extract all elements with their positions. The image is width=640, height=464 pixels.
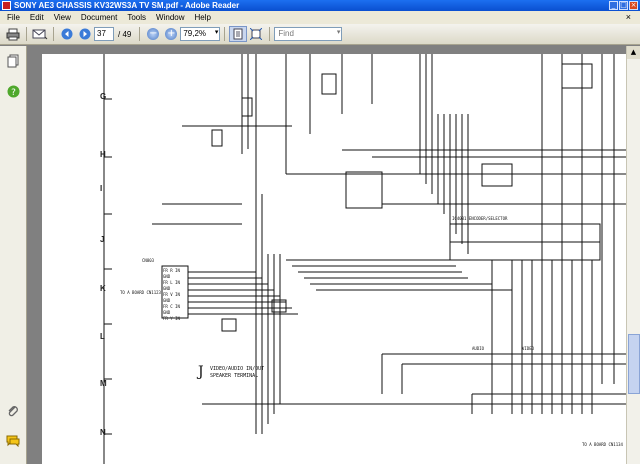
connector-pin-7: FR C IN	[163, 304, 180, 309]
next-page-button[interactable]	[76, 26, 94, 42]
bottom-right-connector-label: TO A BOARD CN1134	[582, 442, 624, 447]
row-label-i: I	[100, 184, 103, 193]
print-button[interactable]	[4, 26, 22, 42]
page-number-input[interactable]: 37	[94, 27, 114, 41]
previous-page-button[interactable]	[58, 26, 76, 42]
forward-icon	[79, 28, 91, 40]
chevron-down-icon: ▾	[336, 29, 341, 36]
menu-file[interactable]: File	[7, 13, 20, 22]
minimize-button[interactable]: _	[609, 1, 618, 10]
title-bar: SONY AE3 CHASSIS KV32WS3A TV SM.pdf - Ad…	[0, 0, 640, 11]
menu-edit[interactable]: Edit	[29, 13, 44, 22]
print-icon	[6, 28, 20, 40]
connector-side-label: TO A BOARD CN1123	[120, 290, 162, 295]
audio-bus-label: AUDIO	[472, 346, 485, 351]
attachments-button[interactable]	[6, 404, 20, 418]
pages-panel-button[interactable]	[6, 54, 20, 68]
single-page-button[interactable]	[229, 26, 248, 42]
menu-tools[interactable]: Tools	[127, 13, 147, 22]
document-close-button[interactable]: ×	[625, 12, 631, 22]
connector-header: CN803	[142, 258, 155, 263]
connector-pin-3: FR L IN	[163, 280, 180, 285]
toolbar-separator	[139, 27, 141, 41]
attachment-icon	[8, 406, 18, 417]
svg-text:?: ?	[11, 88, 16, 98]
comments-button[interactable]	[6, 434, 20, 448]
toolbar-separator	[269, 27, 271, 41]
section-title-1: VIDEO/AUDIO IN/OUT	[210, 366, 264, 372]
connector-pin-2: GND	[163, 274, 171, 279]
zoom-out-button[interactable]: −	[144, 26, 162, 42]
page-count-label: / 49	[118, 29, 132, 39]
zoom-out-icon: −	[147, 28, 160, 40]
comments-icon	[6, 435, 20, 447]
menu-help[interactable]: Help	[194, 13, 211, 22]
row-label-h: H	[100, 150, 106, 159]
row-label-l: L	[100, 332, 105, 341]
document-view[interactable]: CN803 TO A BOARD CN1123 FR R IN GND FR L…	[28, 46, 626, 464]
connector-pin-1: FR R IN	[163, 268, 180, 273]
email-button[interactable]	[31, 26, 49, 42]
menu-bar: File Edit View Document Tools Window Hel…	[0, 11, 640, 24]
vertical-scrollbar[interactable]: ▲	[626, 46, 640, 464]
section-title-2: SPEAKER TERMINAL	[210, 373, 258, 379]
pages-icon	[7, 54, 19, 68]
section-letter: J	[196, 364, 204, 380]
help-icon: ?	[7, 85, 19, 98]
close-button[interactable]: ×	[629, 1, 638, 10]
fit-page-button[interactable]	[247, 26, 265, 42]
toolbar-separator	[224, 27, 226, 41]
connector-pin-8: GND	[163, 310, 171, 315]
connector-pin-9: FR Y IN	[163, 316, 180, 321]
help-button[interactable]: ?	[6, 84, 20, 98]
video-bus-label: VIDEO	[522, 346, 535, 351]
find-input[interactable]: Find ▾	[274, 27, 343, 41]
menu-view[interactable]: View	[53, 13, 71, 22]
zoom-in-icon: +	[165, 28, 178, 40]
scroll-up-button[interactable]: ▲	[627, 46, 640, 59]
menu-document[interactable]: Document	[80, 13, 118, 22]
row-label-n: N	[100, 428, 106, 437]
navigation-panel: ?	[0, 46, 27, 464]
row-label-k: K	[100, 284, 106, 293]
find-placeholder: Find	[278, 29, 294, 38]
chevron-down-icon: ▾	[214, 29, 219, 36]
connector-pin-4: GND	[163, 286, 171, 291]
ic-label: IC4001 ENCODER/SELECTOR	[452, 216, 508, 221]
adobe-reader-icon	[2, 1, 11, 10]
toolbar-separator	[26, 27, 27, 41]
zoom-in-button[interactable]: +	[162, 26, 180, 42]
toolbar-separator	[53, 27, 54, 41]
connector-pin-6: GND	[163, 298, 171, 303]
pdf-page: CN803 TO A BOARD CN1123 FR R IN GND FR L…	[42, 54, 626, 464]
toolbar: 37 / 49 − + 79,2% ▾ Find ▾	[0, 24, 640, 45]
envelope-icon	[32, 29, 48, 40]
maximize-button[interactable]: □	[619, 1, 628, 10]
row-label-m: M	[100, 379, 107, 388]
zoom-level-value: 79,2%	[183, 29, 207, 38]
schematic-drawing: CN803 TO A BOARD CN1123 FR R IN GND FR L…	[103, 54, 626, 464]
menu-window[interactable]: Window	[156, 13, 185, 22]
row-label-j: J	[100, 235, 105, 244]
row-label-g: G	[100, 92, 107, 101]
zoom-level-select[interactable]: 79,2% ▾	[180, 27, 221, 41]
connector-pin-5: FR V IN	[163, 292, 180, 297]
single-page-icon	[233, 28, 243, 40]
scrollbar-thumb[interactable]	[628, 334, 640, 394]
back-icon	[61, 28, 73, 40]
fit-page-icon	[250, 28, 263, 40]
window-title: SONY AE3 CHASSIS KV32WS3A TV SM.pdf - Ad…	[14, 1, 240, 10]
